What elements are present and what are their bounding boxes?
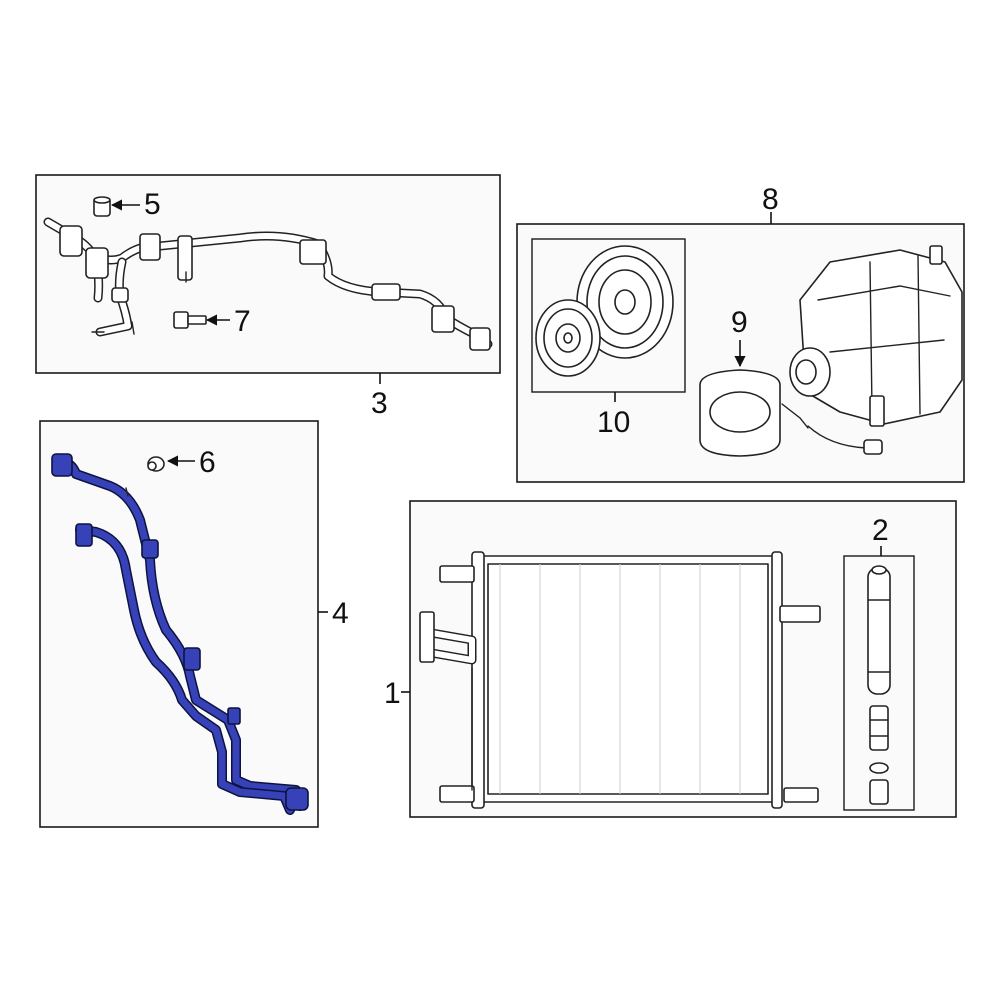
callout-7: 7 [234,305,251,338]
liquid-line-frame [39,420,319,828]
condenser[interactable] [419,551,821,809]
callout-4: 4 [332,597,349,630]
liquid-line-group[interactable] [39,420,319,828]
hose-assembly-group[interactable] [35,174,501,374]
clutch-hub[interactable] [535,299,601,377]
callout-2: 2 [872,514,889,547]
clutch-coil[interactable] [699,369,809,457]
callout-3: 3 [371,387,388,420]
condenser-fins [499,564,741,794]
callout-10: 10 [597,406,630,439]
callout-6: 6 [199,446,216,479]
suction-discharge-hose[interactable] [43,217,493,351]
callout-9: 9 [731,306,748,339]
liquid-line[interactable] [51,453,309,815]
callout-1: 1 [384,677,401,710]
compressor-group[interactable] [516,223,965,483]
clutch-pulley[interactable] [576,245,674,359]
cap-upper[interactable] [93,196,111,217]
condenser-group[interactable] [409,500,957,818]
callout-labels: 5 7 3 8 9 10 6 4 2 1 [110,183,889,710]
callout-5: 5 [144,188,161,221]
callout-8: 8 [762,183,779,216]
pressure-switch[interactable] [173,311,207,329]
compressor-body[interactable] [789,245,963,455]
cap-lower[interactable] [147,456,165,472]
receiver-dryer[interactable] [867,565,891,805]
